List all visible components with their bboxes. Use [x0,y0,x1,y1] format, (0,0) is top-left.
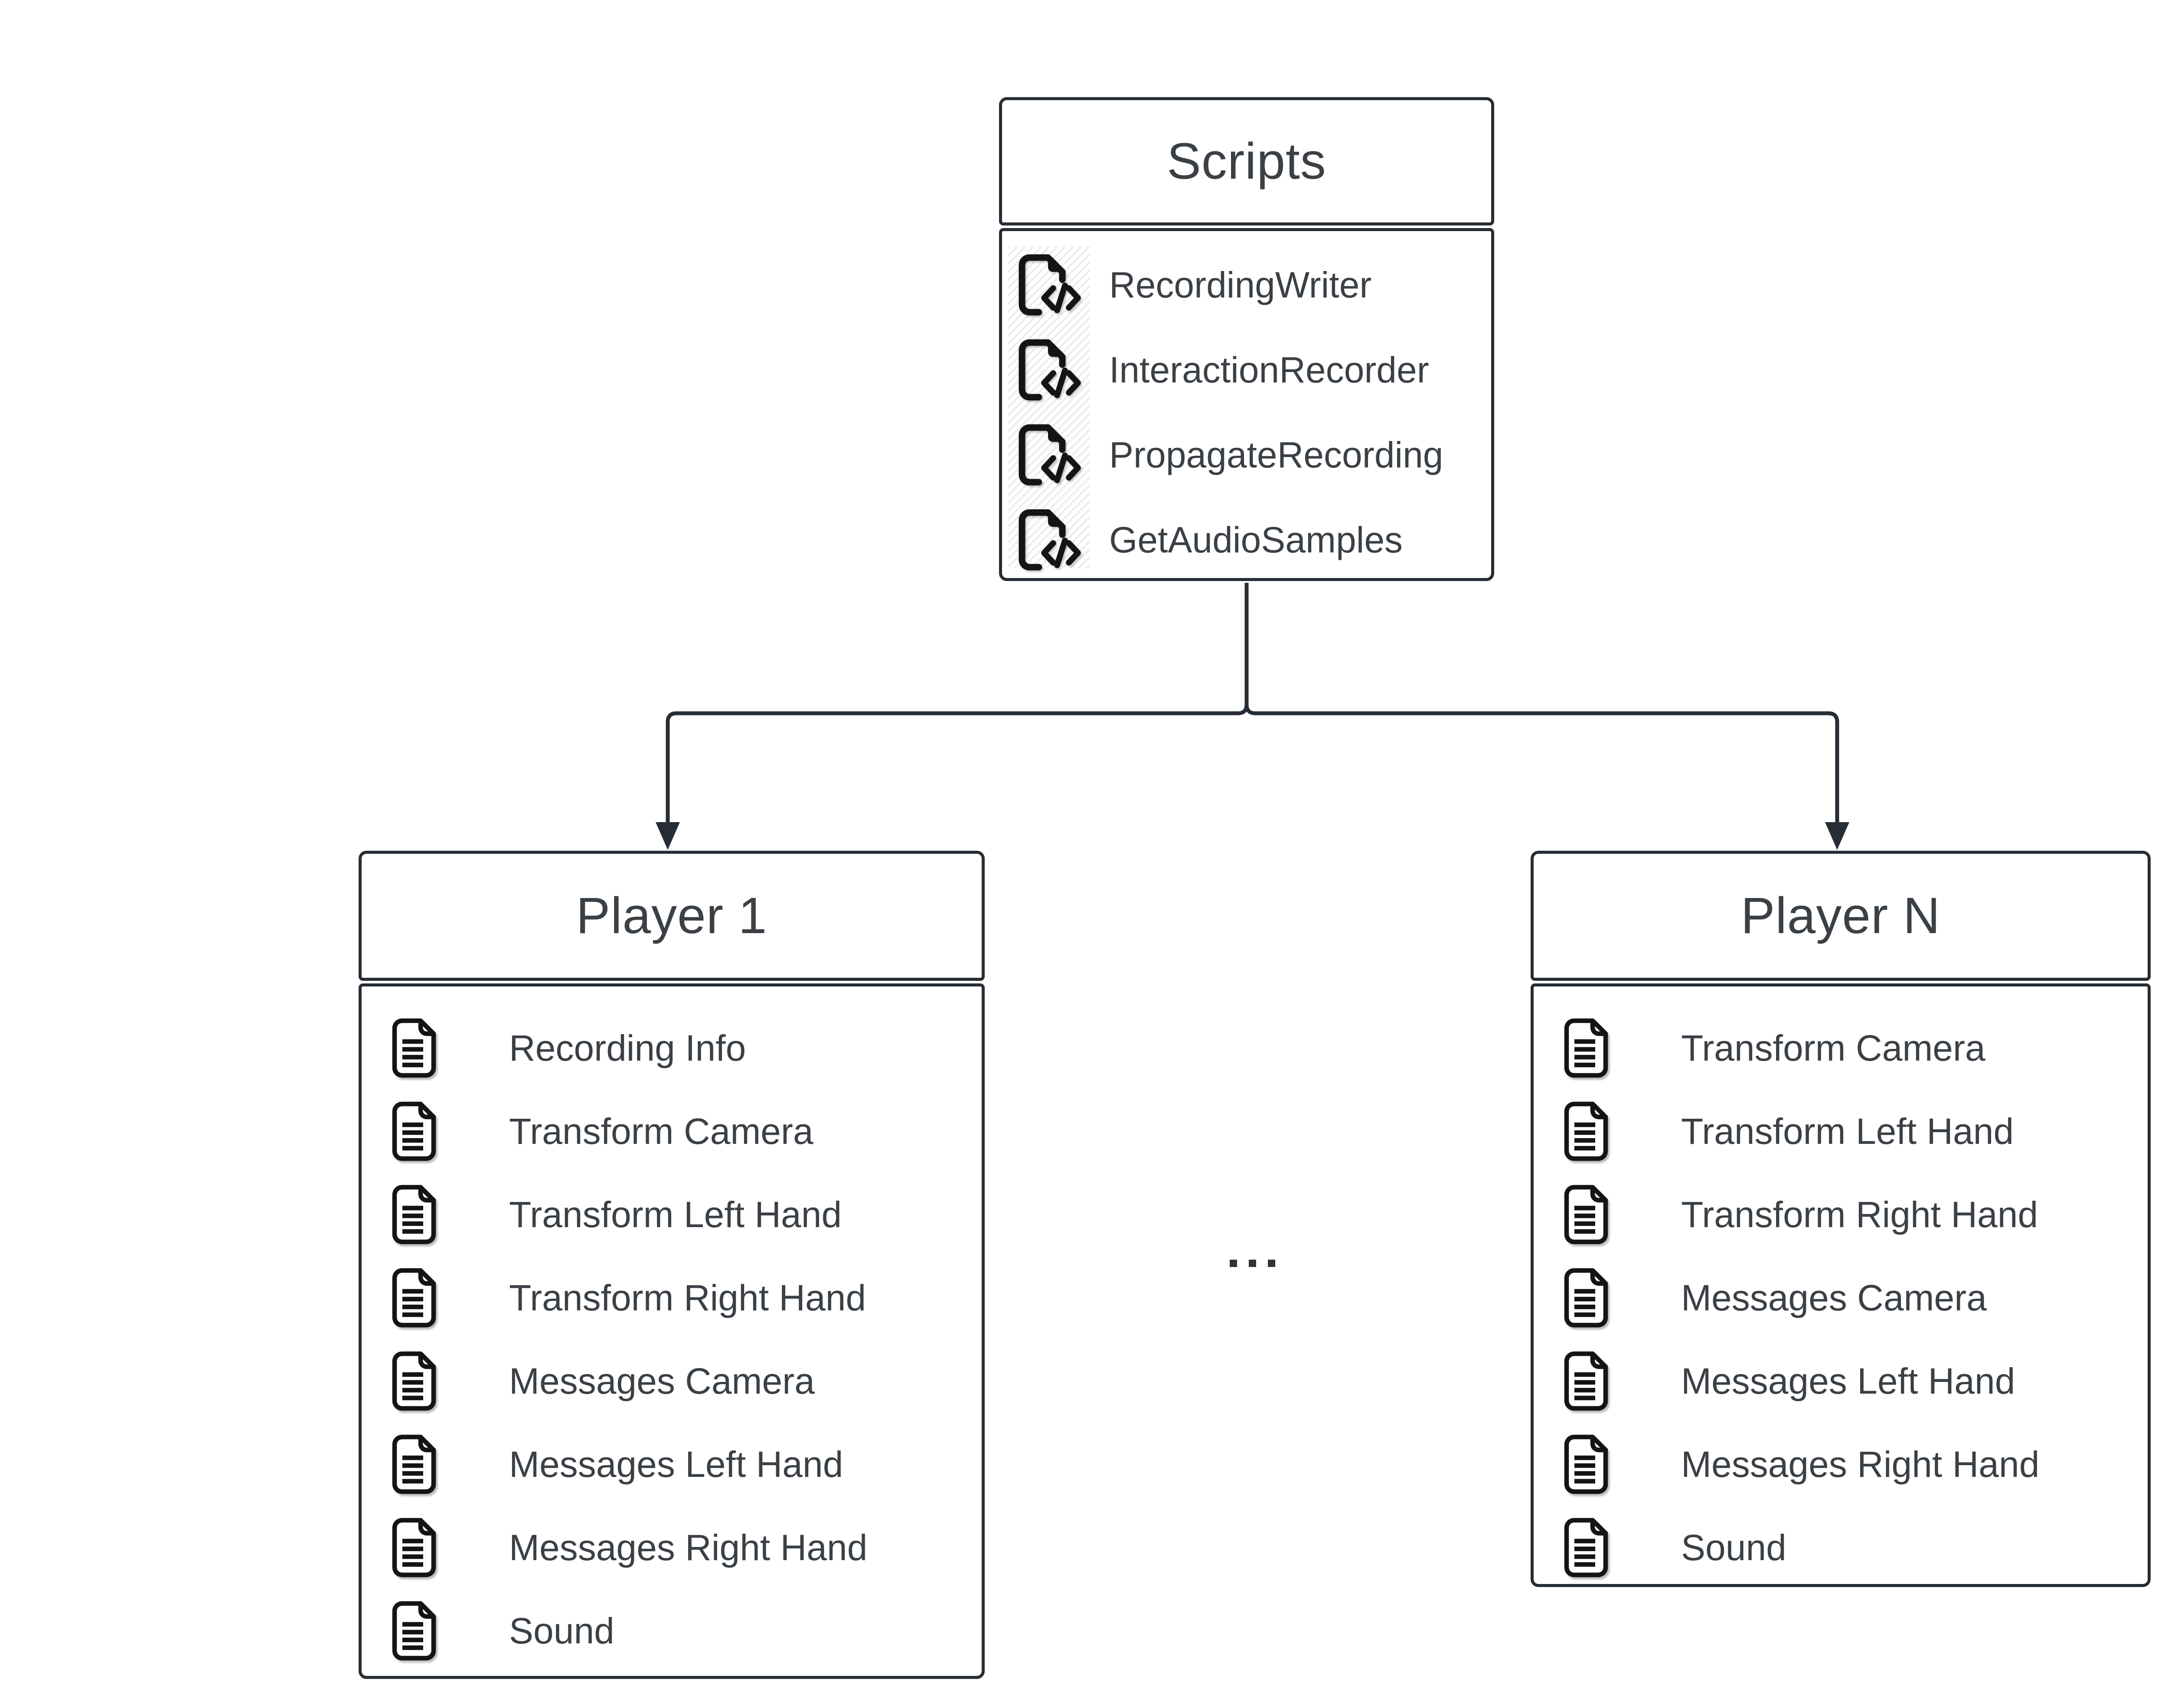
ellipsis [1230,1260,1275,1267]
connector-scripts-to-playerN [1244,583,1839,823]
player1-body: Recording Info Transform Camera [359,983,985,1679]
scripts-body: RecordingWriter InteractionRecorder [999,228,1494,581]
list-item: RecordingWriter [1002,242,1491,327]
item-label: Messages Left Hand [509,1443,843,1485]
file-text-icon [385,1265,444,1330]
list-item: Transform Left Hand [362,1173,982,1256]
file-text-icon [1557,1515,1616,1580]
list-item: InteractionRecorder [1002,327,1491,412]
file-text-icon [385,1598,444,1663]
file-text-icon [385,1182,444,1247]
file-text-icon [385,1515,444,1580]
scripts-node: Scripts RecordingWriter [999,97,1494,581]
file-text-icon [1557,1265,1616,1330]
item-label: Transform Left Hand [509,1194,842,1235]
list-item: Transform Camera [362,1090,982,1173]
playerN-title: Player N [1740,887,1941,944]
playerN-header: Player N [1531,851,2151,981]
list-item: Messages Left Hand [362,1423,982,1506]
file-code-icon [1008,252,1091,317]
file-code-icon [1008,422,1091,487]
file-text-icon [1557,1432,1616,1497]
item-label: Messages Right Hand [1681,1443,2040,1485]
item-label: Recording Info [509,1027,746,1068]
arrowhead-icon [656,822,680,850]
list-item: Messages Left Hand [1534,1339,2148,1423]
arrowhead-icon [1825,822,1849,850]
item-label: Transform Camera [1681,1027,1985,1068]
list-item: Transform Camera [1534,1006,2148,1090]
file-text-icon [385,1349,444,1414]
list-item: Sound [362,1589,982,1672]
file-text-icon [1557,1182,1616,1247]
list-item: Messages Camera [1534,1256,2148,1339]
scripts-title: Scripts [1167,133,1326,190]
item-label: PropagateRecording [1109,434,1443,475]
item-label: Transform Right Hand [1681,1194,2038,1235]
item-label: RecordingWriter [1109,264,1372,305]
list-item: GetAudioSamples [1002,497,1491,582]
item-label: Messages Camera [1681,1277,1987,1318]
player1-title: Player 1 [576,887,767,944]
list-item: PropagateRecording [1002,412,1491,497]
list-item: Sound [1534,1506,2148,1589]
item-label: Sound [509,1610,614,1651]
list-item: Transform Right Hand [1534,1173,2148,1256]
file-text-icon [385,1016,444,1081]
file-code-icon [1008,507,1091,572]
file-text-icon [1557,1016,1616,1081]
file-code-icon [1008,337,1091,402]
file-text-icon [1557,1349,1616,1414]
item-label: Messages Camera [509,1360,815,1401]
item-label: Transform Camera [509,1110,813,1152]
player1-header: Player 1 [359,851,985,981]
list-item: Messages Right Hand [362,1506,982,1589]
playerN-body: Transform Camera Transform Left Hand [1531,983,2151,1587]
connector-scripts-to-player1 [666,583,1249,823]
item-label: Sound [1681,1527,1786,1568]
list-item: Transform Left Hand [1534,1090,2148,1173]
list-item: Recording Info [362,1006,982,1090]
item-label: GetAudioSamples [1109,519,1403,560]
ellipsis-dot [1230,1260,1237,1267]
scripts-header: Scripts [999,97,1494,225]
file-text-icon [385,1432,444,1497]
player1-node: Player 1 Recording Info [359,851,985,1679]
playerN-node: Player N Transform Camera [1531,851,2151,1587]
list-item: Messages Camera [362,1339,982,1423]
ellipsis-dot [1249,1260,1256,1267]
ellipsis-dot [1268,1260,1275,1267]
item-label: InteractionRecorder [1109,349,1429,390]
list-item: Transform Right Hand [362,1256,982,1339]
file-text-icon [1557,1099,1616,1164]
item-label: Transform Right Hand [509,1277,866,1318]
item-label: Messages Right Hand [509,1527,868,1568]
item-label: Transform Left Hand [1681,1110,2014,1152]
item-label: Messages Left Hand [1681,1360,2015,1401]
file-text-icon [385,1099,444,1164]
list-item: Messages Right Hand [1534,1423,2148,1506]
